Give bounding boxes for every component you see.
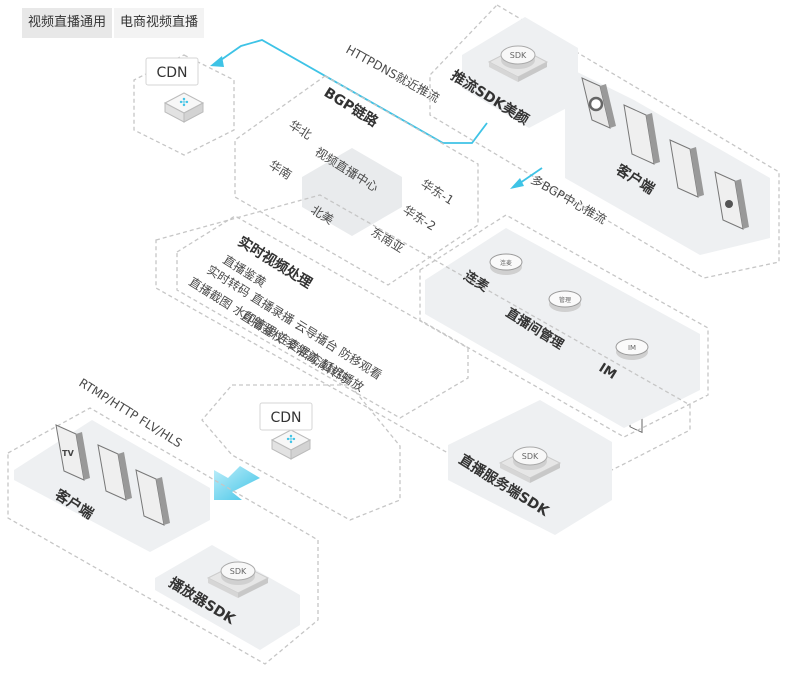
bgp-region-north: 华北: [286, 118, 314, 143]
player-outline: [7, 407, 319, 665]
server-sdk-badge: SDK: [522, 452, 539, 461]
server-sdk-disc-icon: SDK: [498, 446, 562, 483]
cdn-top-group: ✣ CDN: [133, 54, 235, 156]
bgp-outline: [234, 75, 479, 286]
tab-general-live[interactable]: 视频直播通用: [22, 8, 113, 38]
svg-text:✣: ✣: [286, 433, 295, 446]
services-panel: [425, 228, 700, 428]
cdn-mid-group: ✣ CDN: [201, 384, 401, 521]
tv-device-icon: TV: [55, 424, 90, 481]
bgp-region-east1: 华东-1: [418, 177, 456, 208]
room-manage-disc-icon: 管理: [548, 290, 582, 312]
svg-text:✣: ✣: [179, 96, 188, 109]
cdn-mid-outline: [201, 384, 401, 521]
tablet-device-icon: [669, 139, 704, 198]
services-group: 连麦 连麦 管理 直播间管理 IM IM: [419, 214, 709, 438]
tab-ecommerce-live[interactable]: 电商视频直播: [114, 8, 205, 38]
im-badge: IM: [628, 344, 636, 352]
tab-bar: 视频直播通用 电商视频直播: [22, 8, 206, 38]
tablet-left-device-icon: [135, 469, 170, 526]
room-manage-badge: 管理: [559, 296, 571, 304]
push-sdk-disc-icon: SDK: [487, 45, 549, 82]
cdn-mid-node-icon: ✣: [270, 429, 312, 460]
player-sdk-badge: SDK: [230, 567, 247, 576]
tv-badge: TV: [62, 449, 74, 458]
cdn-top-label: CDN: [156, 65, 187, 81]
cdn-top-hexagon: [133, 54, 235, 156]
bgp-region-south: 华南: [266, 157, 294, 182]
bgp-region-east2: 华东-2: [400, 203, 438, 234]
server-sdk-group: SDK 直播服务端SDK: [448, 400, 612, 535]
phone-camera-device-icon: [714, 171, 749, 230]
monitor-left-device-icon: [97, 444, 132, 501]
cdn-top-node-icon: ✣: [163, 92, 205, 123]
processing-inner-outline: [176, 215, 469, 419]
httpdns-flow-arrowhead: [210, 56, 224, 67]
client-right-panel: [565, 66, 770, 255]
processing-outer-outline: [155, 194, 691, 506]
player-sdk-panel: [155, 545, 300, 650]
cdn-top-label-box: [145, 57, 199, 86]
cdn-mid-label: CDN: [270, 410, 301, 426]
im-disc-icon: IM: [615, 338, 649, 360]
multi-bgp-flow-arrowhead: [510, 178, 524, 189]
lianmai-badge: 连麦: [500, 259, 512, 267]
rtmp-flow-arrow: [214, 466, 260, 500]
push-sdk-badge: SDK: [510, 51, 527, 60]
player-sdk-disc-icon: SDK: [206, 561, 270, 598]
multi-bgp-flow-line: [519, 167, 543, 184]
lianmai-disc-icon: 连麦: [489, 253, 523, 275]
services-outline: [419, 214, 709, 438]
bgp-center-hexagon: [302, 148, 402, 236]
cdn-mid-label-box: [259, 402, 313, 431]
camera-device-icon: [581, 77, 616, 129]
bgp-region-sea: 东南亚: [368, 224, 406, 256]
processing-title: 实时视频处理: [235, 233, 315, 292]
